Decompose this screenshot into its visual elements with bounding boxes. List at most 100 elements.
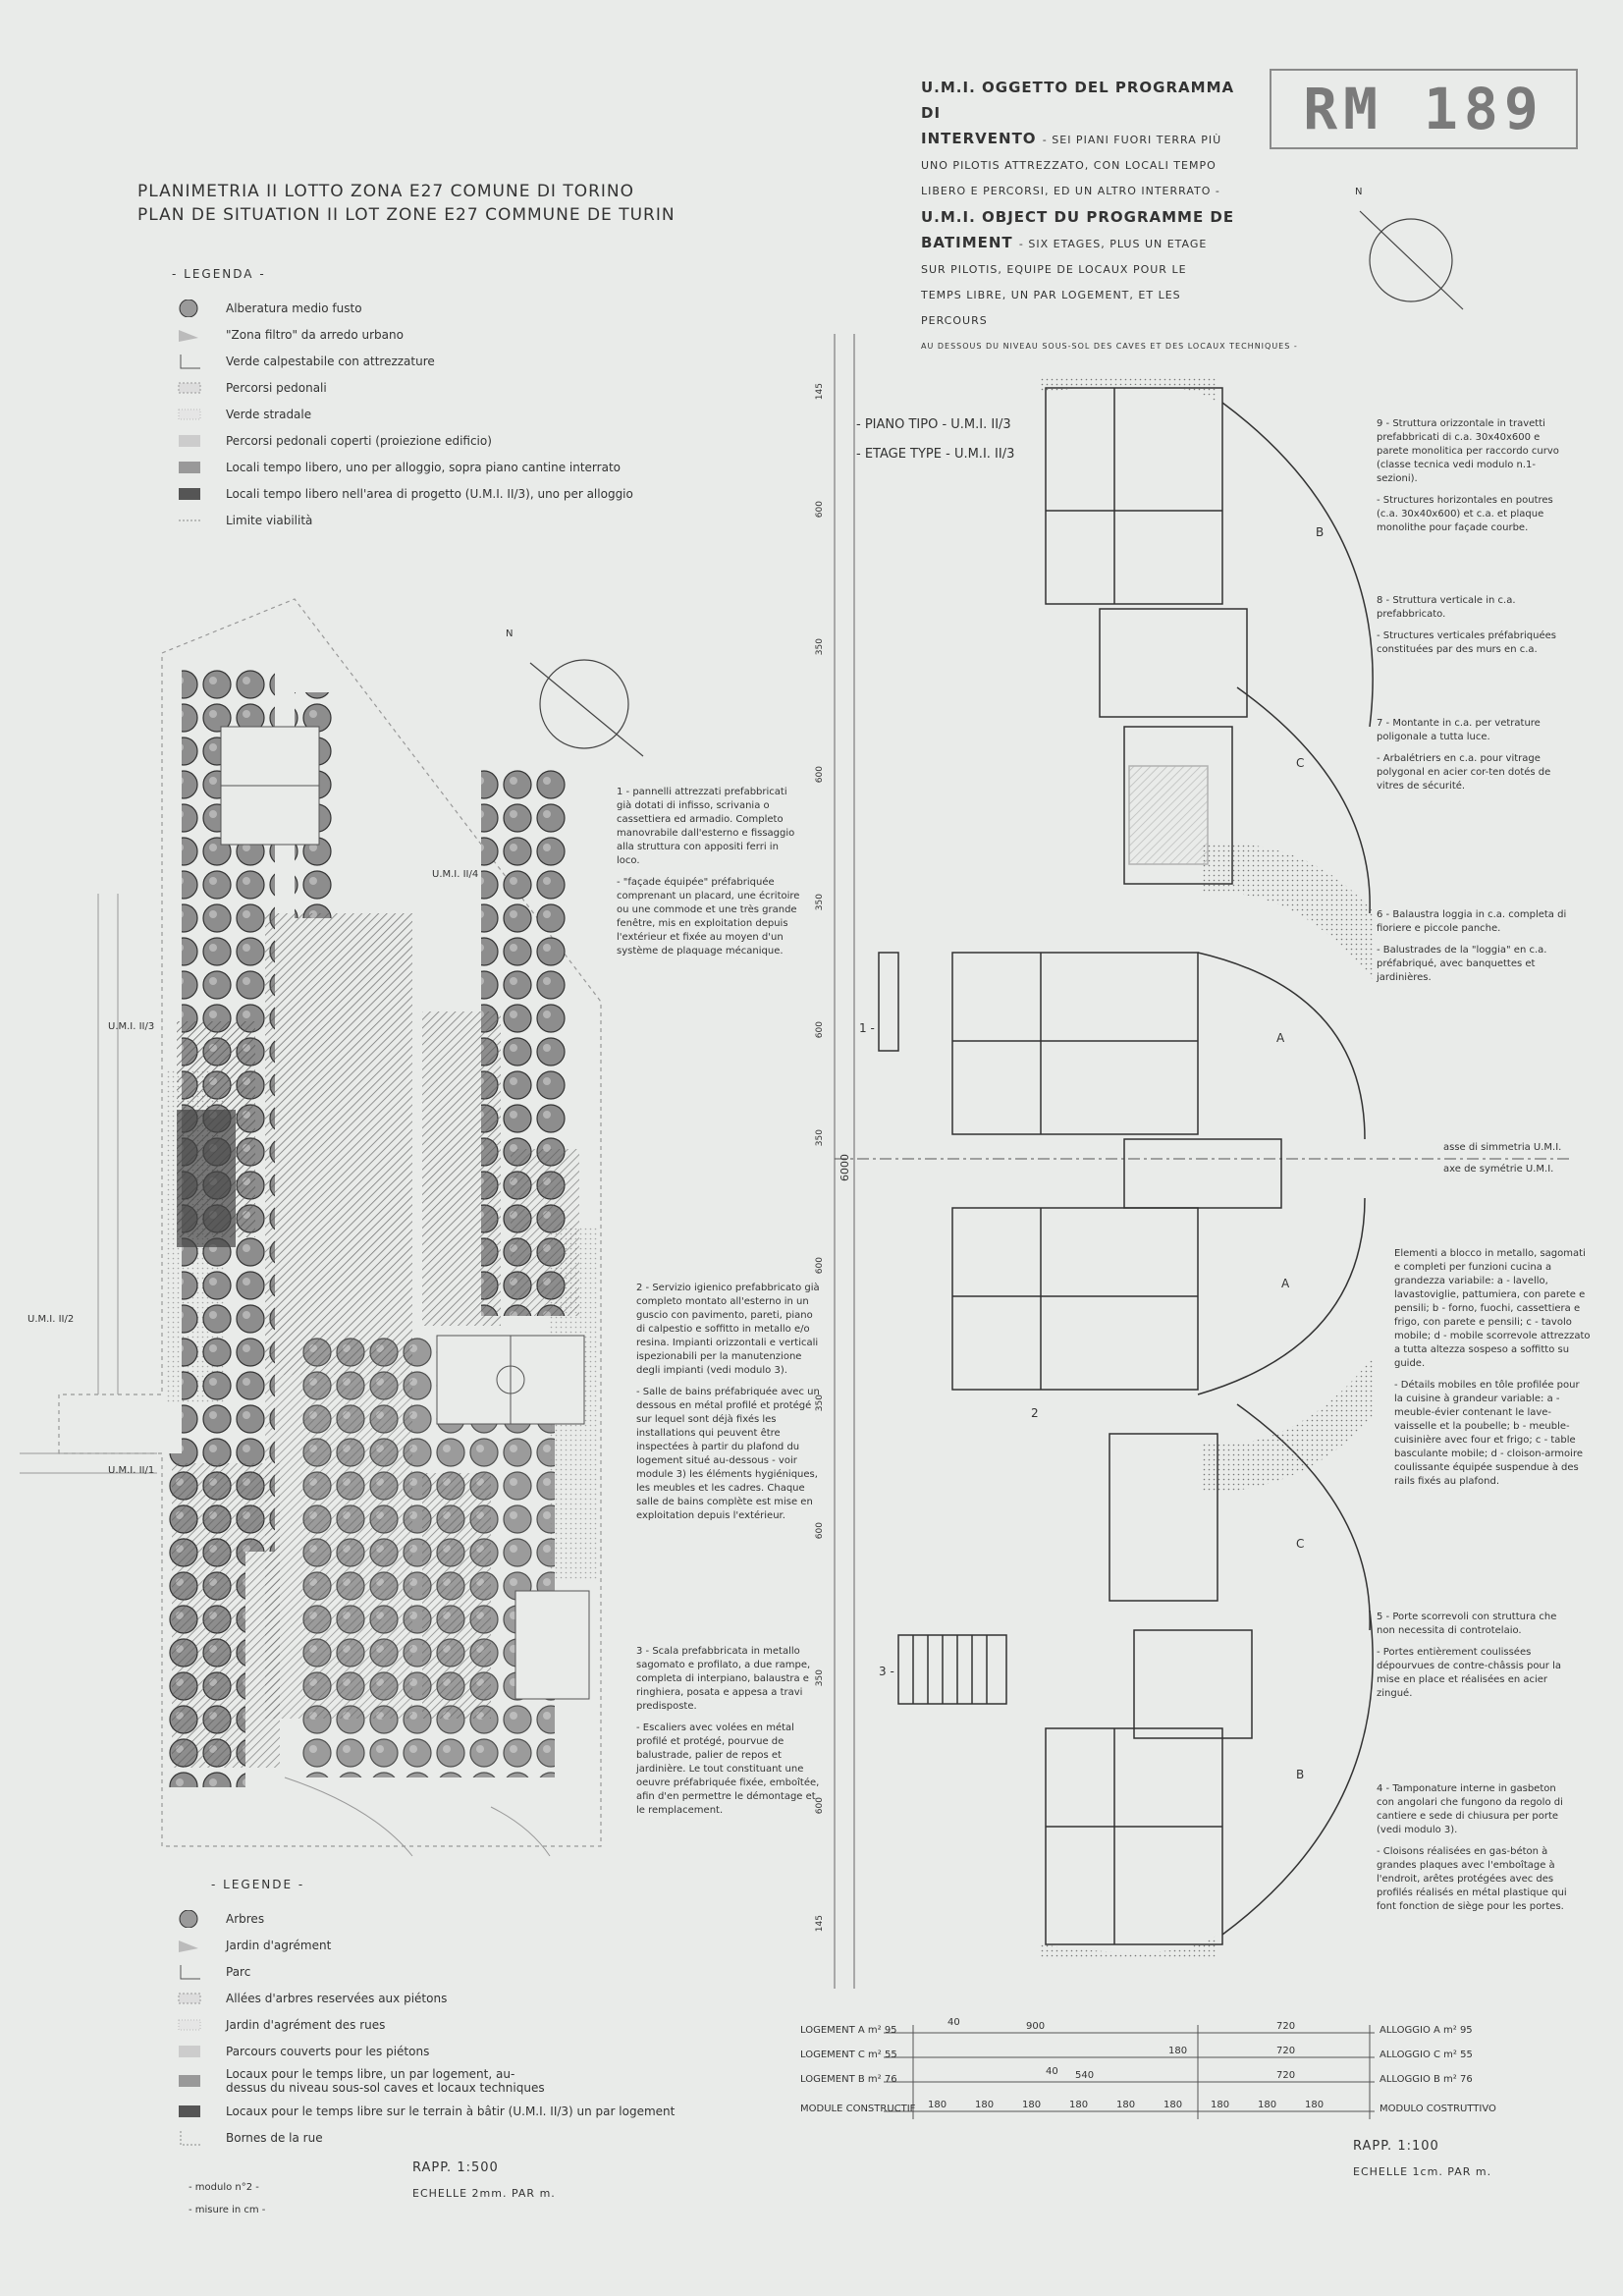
- notes-right-9: 9 - Struttura orizzontale in travetti pr…: [1377, 417, 1573, 543]
- umi-2-1-label: U.M.I. II/1: [108, 1465, 155, 1476]
- symmetry-axis-italian: asse di simmetria U.M.I.: [1443, 1142, 1562, 1153]
- program-line: INTERVENTO - SEI PIANI FUORI TERRA PIÙ: [921, 130, 1222, 147]
- program-line: U.M.I. OGGETTO DEL PROGRAMMA DI: [921, 79, 1235, 122]
- module-value: 180: [1211, 2100, 1230, 2110]
- note-item: - Cloisons réalisées en gas-béton à gran…: [1377, 1846, 1567, 1912]
- module-fr: MODULE CONSTRUCTIF: [800, 2104, 916, 2114]
- callout-1: 1 -: [859, 1021, 875, 1035]
- program-line: LIBERO E PERCORSI, ED UN ALTRO INTERRATO…: [921, 185, 1220, 197]
- dim-value: 145: [815, 383, 825, 401]
- notes-column-3: 3 - Scala prefabbricata in metallo sagom…: [636, 1645, 823, 1826]
- archive-stamp: RM 189: [1270, 69, 1578, 149]
- dim-value: 600: [815, 1797, 825, 1815]
- legend-french: - LEGENDE - Arbres Jardin d'agrément Par…: [177, 1878, 675, 2151]
- note-item: - Arbalétriers en c.a. pour vitrage poly…: [1377, 753, 1551, 792]
- note-item: Elementi a blocco in metallo, sagomati e…: [1394, 1248, 1591, 1369]
- note-item: 6 - Balaustra loggia in c.a. completa di…: [1377, 909, 1567, 934]
- dim-row-it: ALLOGGIO B m² 76: [1380, 2074, 1473, 2085]
- notes-column-2: 2 - Servizio igienico prefabbricato già …: [636, 1282, 823, 1531]
- dim-row-it: ALLOGGIO A m² 95: [1380, 2025, 1473, 2036]
- footnote-modulo: - modulo n°2 -: [189, 2182, 259, 2193]
- legend-item: Parcours couverts pour les piétons: [177, 2038, 675, 2064]
- dimension-lines: [884, 2025, 1375, 2119]
- piano-tipo-label: - PIANO TIPO - U.M.I. II/3: [856, 417, 1011, 432]
- etage-type-label: - ETAGE TYPE - U.M.I. II/3: [856, 447, 1015, 462]
- unit-label-a: A: [1276, 1031, 1285, 1045]
- module-value: 180: [1116, 2100, 1136, 2110]
- program-line: UNO PILOTIS ATTREZZATO, CON LOCALI TEMPO: [921, 159, 1217, 172]
- total-dimension: 6000: [839, 1154, 851, 1181]
- dim-value: 600: [815, 501, 825, 519]
- north-arrow-left: [529, 659, 644, 757]
- floor-plan: [878, 378, 1375, 1959]
- legend-item: Locaux pour le temps libre, un par logem…: [177, 2064, 675, 2098]
- title-french: PLAN DE SITUATION II LOT ZONE E27 COMMUN…: [137, 205, 676, 225]
- notes-right-8: 8 - Struttura verticale in c.a. prefabbr…: [1377, 594, 1573, 665]
- notes-right-4: 4 - Tamponature interne in gasbeton con …: [1377, 1782, 1573, 1922]
- dim-row-fr: LOGEMENT B m² 76: [800, 2074, 897, 2085]
- program-line: AU DESSOUS DU NIVEAU SOUS-SOL DES CAVES …: [921, 342, 1298, 351]
- dim-value: 180: [1168, 2046, 1188, 2056]
- umi-2-2-label: U.M.I. II/2: [27, 1314, 75, 1325]
- north-label-left: N: [506, 629, 514, 639]
- dim-row-it: ALLOGGIO C m² 55: [1380, 2050, 1473, 2060]
- module-it: MODULO COSTRUTTIVO: [1380, 2104, 1496, 2114]
- dim-value: 720: [1276, 2070, 1296, 2081]
- note-item: - Portes entièrement coulissées dépourvu…: [1377, 1647, 1561, 1699]
- notes-right-kitchen: Elementi a blocco in metallo, sagomati e…: [1394, 1247, 1591, 1497]
- module-value: 180: [928, 2100, 947, 2110]
- legend-item: Jardin d'agrément: [177, 1932, 675, 1958]
- legend-item: Alberatura medio fusto: [177, 295, 633, 321]
- note-item: 4 - Tamponature interne in gasbeton con …: [1377, 1783, 1563, 1835]
- notes-column-1: 1 - pannelli attrezzati prefabbricati gi…: [617, 786, 803, 966]
- legend-item: Limite viabilità: [179, 513, 313, 527]
- note-item: 3 - Scala prefabbricata in metallo sagom…: [636, 1646, 811, 1712]
- vertical-dimension-line: [834, 334, 855, 1989]
- umi-2-3-label: U.M.I. II/3: [108, 1021, 155, 1032]
- symmetry-axis-french: axe de symétrie U.M.I.: [1443, 1164, 1554, 1175]
- dim-row-fr: LOGEMENT C m² 55: [800, 2050, 897, 2060]
- dim-value: 900: [1026, 2021, 1046, 2032]
- note-item: 5 - Porte scorrevoli con struttura che n…: [1377, 1612, 1557, 1636]
- program-title: U.M.I. OGGETTO DEL PROGRAMMA DI INTERVEN…: [921, 75, 1297, 359]
- dim-value: 600: [815, 1522, 825, 1540]
- dim-value: 350: [815, 1394, 825, 1412]
- dim-value: 350: [815, 1669, 825, 1687]
- legend-item: Percorsi pedonali: [177, 374, 633, 401]
- program-line: U.M.I. OBJECT DU PROGRAMME DE: [921, 208, 1235, 226]
- notes-right-6: 6 - Balaustra loggia in c.a. completa di…: [1377, 908, 1573, 993]
- dim-value: 600: [815, 1021, 825, 1039]
- legend-item: Locali tempo libero, uno per alloggio, s…: [177, 454, 633, 480]
- legend-item: Bornes de la rue: [177, 2124, 675, 2151]
- module-value: 180: [1022, 2100, 1042, 2110]
- module-value: 180: [975, 2100, 995, 2110]
- callout-3: 3 -: [879, 1665, 894, 1678]
- module-value: 180: [1163, 2100, 1183, 2110]
- note-item: 8 - Struttura verticale in c.a. prefabbr…: [1377, 595, 1516, 620]
- dim-value: 40: [1046, 2066, 1058, 2077]
- legend-item: Locaux pour le temps libre sur le terrai…: [177, 2098, 675, 2124]
- legend-heading: - LEGENDE -: [211, 1878, 305, 1891]
- scale-left: RAPP. 1:500 ECHELLE 2mm. PAR m.: [412, 2160, 556, 2212]
- program-line: BATIMENT - SIX ETAGES, PLUS UN ETAGE: [921, 234, 1208, 251]
- legend-item: Allées d'arbres reservées aux piétons: [177, 1985, 675, 2011]
- module-value: 180: [1258, 2100, 1277, 2110]
- scale-right: RAPP. 1:100 ECHELLE 1cm. PAR m.: [1353, 2139, 1491, 2190]
- note-item: - Détails mobiles en tôle profilée pour …: [1394, 1380, 1583, 1487]
- callout-2: 2: [1031, 1406, 1039, 1420]
- scale-echelle: ECHELLE 1cm. PAR m.: [1353, 2165, 1492, 2178]
- dim-value: 40: [947, 2017, 960, 2028]
- note-item: - Structures horizontales en poutres (c.…: [1377, 495, 1553, 533]
- legend-item: Verde calpestabile con attrezzature: [177, 348, 633, 374]
- legend-heading: - LEGENDA -: [172, 267, 266, 281]
- note-item: 9 - Struttura orizzontale in travetti pr…: [1377, 418, 1559, 484]
- note-item: 2 - Servizio igienico prefabbricato già …: [636, 1283, 820, 1376]
- legend-item: Parc: [177, 1958, 675, 1985]
- note-item: - Escaliers avec volées en métal profilé…: [636, 1722, 820, 1816]
- umi-2-4-label: U.M.I. II/4: [432, 869, 479, 880]
- footnote-misure: - misure in cm -: [189, 2205, 266, 2215]
- program-line: SUR PILOTIS, EQUIPE DE LOCAUX POUR LE: [921, 263, 1187, 276]
- legend-item: Jardin d'agrément des rues: [177, 2011, 675, 2038]
